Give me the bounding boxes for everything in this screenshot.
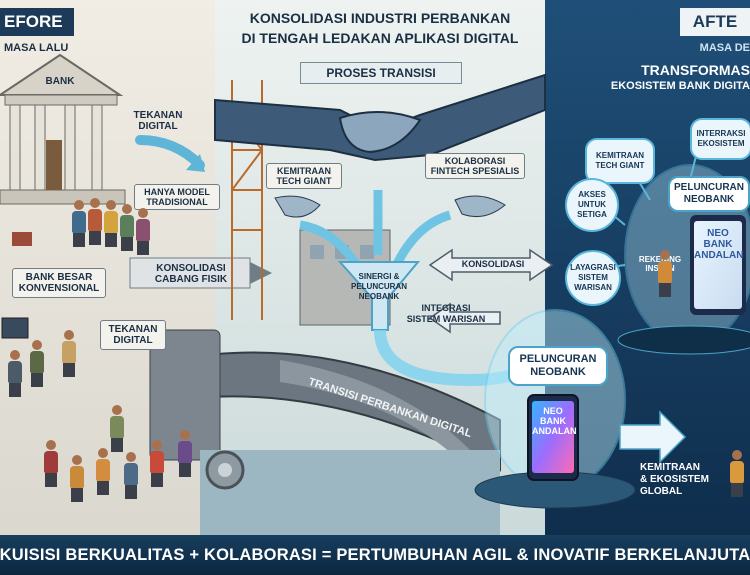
person-figure [30,340,44,387]
bubble-kemitraan-tech-giant: KEMITRAAN TECH GIANT [585,138,655,184]
bubble-akses-setiga: AKSES UNTUK SETIGA [565,178,619,232]
person-figure [8,350,22,397]
person-figure [136,208,150,255]
label-kemitraan-global: KEMITRAAN & EKOSISTEM GLOBAL [640,462,709,497]
label-integrasi-sistem: INTEGRASI SISTEM WARISAN [406,303,486,324]
after-title-line2: EKOSISTEM BANK DIGITA [610,80,750,92]
before-sublabel: MASA LALU [4,42,69,54]
after-sublabel: MASA DE [699,42,750,54]
person-figure [110,405,124,452]
person-figure [70,455,84,502]
person-figure [730,450,744,497]
label-peluncuran-neobank-center: PELUNCURAN NEOBANK [508,346,608,386]
person-figure [150,440,164,487]
person-figure [124,452,138,499]
label-peluncuran-neobank-right: PELUNCURAN NEOBANK [668,176,750,212]
person-figure [44,440,58,487]
label-bank-besar-konvensional: BANK BESAR KONVENSIONAL [12,268,106,298]
bottom-banner: AKUISISI BERKUALITAS + KOLABORASI = PERT… [0,535,750,575]
label-kemitraan-tech-giant-mid: KEMITRAAN TECH GIANT [266,163,342,189]
label-kolaborasi-fintech: KOLABORASI FINTECH SPESIALIS [425,153,525,179]
phone-brand-center: NEO BANK ANDALAN [532,406,577,436]
transition-sublabel: PROSES TRANSISI [300,62,462,84]
label-tekanan-digital-1: TEKANAN DIGITAL [133,110,183,132]
main-title-line1: KONSOLIDASI INDUSTRI PERBANKAN [249,10,511,26]
after-label: AFTE [680,8,750,36]
person-figure [178,430,192,477]
person-figure [62,330,76,377]
person-figure [104,200,118,247]
bank-sign: BANK [45,76,75,87]
before-label: EFORE [0,8,74,36]
person-figure [72,200,86,247]
person-figure [120,204,134,251]
phone-brand-right: NEO BANK ANDALAN [694,228,744,261]
after-title-line1: TRANSFORMAS [641,62,750,78]
bubble-interaksi-ekosistem: INTERRAKSI EKOSISTEM [690,118,750,160]
label-tekanan-digital-2: TEKANAN DIGITAL [100,320,166,350]
label-sinergi-neobank: SINERGI & PELUNCURAN NEOBANK [351,272,407,301]
label-konsolidasi: KONSOLIDASI [461,259,525,269]
person-figure [96,448,110,495]
main-title-line2: DI TENGAH LEDAKAN APLIKASI DIGITAL [241,30,519,46]
label-konsolidasi-cabang: KONSOLIDASI CABANG FISIK [154,263,228,285]
person-figure [658,250,672,297]
bubble-layagrasi-sistem: LAYAGRASI SISTEM WARISAN [565,250,621,306]
person-figure [88,198,102,245]
label-hanya-model-tradisional: HANYA MODEL TRADISIONAL [134,184,220,210]
bank-building-icon [0,53,126,205]
